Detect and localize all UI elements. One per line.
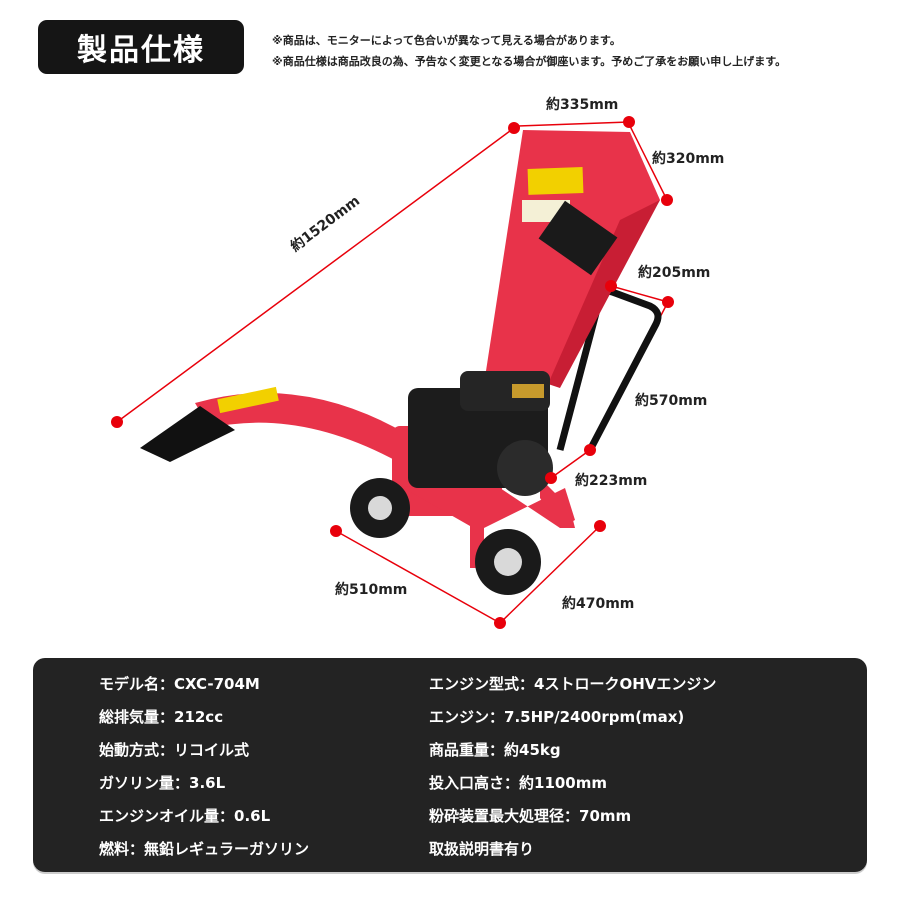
engine-recoil	[497, 440, 553, 496]
engine-plate	[512, 384, 544, 398]
spec-column-left: モデル名：CXC-704M 総排気量：212cc 始動方式：リコイル式 ガソリン…	[99, 668, 309, 866]
spec-manual: 取扱説明書有り	[429, 840, 535, 858]
spec-model: モデル名：CXC-704M	[99, 675, 260, 693]
discharge-chute	[195, 393, 405, 463]
notice-block: ※商品は、モニターによって色合いが異なって見える場合があります。 ※商品仕様は商…	[272, 30, 786, 72]
chute-label	[217, 386, 279, 414]
product-diagram	[111, 116, 674, 629]
spec-fuel-capacity: ガソリン量：3.6L	[99, 774, 226, 792]
dim-top-width: 約335mm	[546, 97, 619, 113]
base-frame	[400, 486, 575, 568]
notice-color: ※商品は、モニターによって色合いが異なって見える場合があります。	[272, 34, 621, 47]
hopper-side	[548, 200, 660, 388]
warning-label-yellow	[527, 167, 584, 195]
rear-leg	[540, 478, 575, 528]
rear-wheel	[350, 478, 410, 538]
brand-strip	[538, 200, 618, 276]
dim-top-depth: 約320mm	[652, 151, 725, 167]
notice-spec-change: ※商品仕様は商品改良の為、予告なく変更となる場合が御座います。予めご了承をお願い…	[272, 55, 787, 68]
dim-base-width: 約510mm	[335, 582, 408, 598]
spec-column-right: エンジン型式：4ストロークOHVエンジン エンジン：7.5HP/2400rpm(…	[429, 668, 716, 866]
spec-start-method: 始動方式：リコイル式	[99, 741, 250, 759]
spec-oil-capacity: エンジンオイル量：0.6L	[99, 807, 271, 825]
front-wheel	[475, 529, 541, 595]
spec-panel: モデル名：CXC-704M 総排気量：212cc 始動方式：リコイル式 ガソリン…	[33, 658, 867, 872]
dim-handle-offset: 約223mm	[575, 473, 648, 489]
spec-inlet-height: 投入口高さ：約1100mm	[429, 774, 608, 792]
chute-tray	[140, 406, 235, 462]
engine-tank	[460, 371, 550, 411]
spec-displacement: 総排気量：212cc	[99, 708, 224, 726]
page-title: 製品仕様	[38, 20, 244, 74]
measurement-markers	[111, 116, 674, 629]
dim-handle-height: 約570mm	[635, 393, 708, 409]
dim-handle-width: 約205mm	[638, 265, 711, 281]
spec-fuel-type: 燃料：無鉛レギュラーガソリン	[99, 840, 310, 858]
spec-engine-type: エンジン型式：4ストロークOHVエンジン	[429, 675, 717, 693]
spec-max-diameter: 粉砕装置最大処理径：70mm	[429, 807, 632, 825]
dim-base-depth: 約470mm	[562, 596, 635, 612]
spec-engine-output: エンジン：7.5HP/2400rpm(max)	[429, 708, 685, 726]
spec-weight: 商品重量：約45kg	[429, 741, 561, 759]
